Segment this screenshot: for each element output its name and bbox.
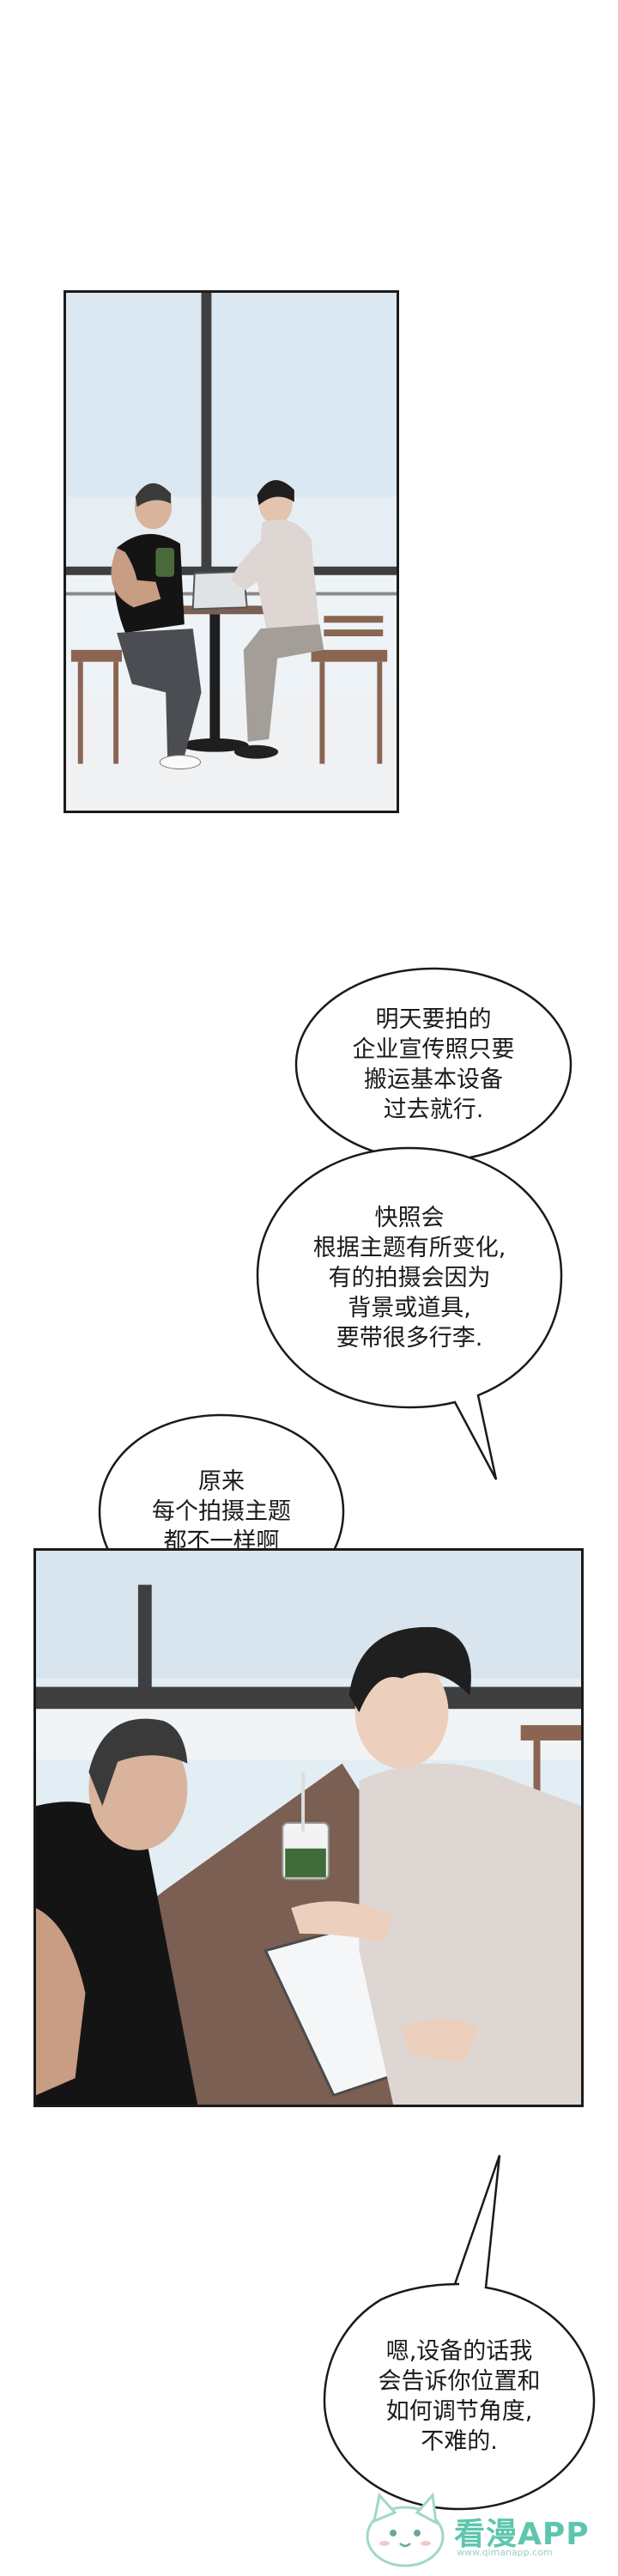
- speech-line: 原来: [198, 1467, 245, 1495]
- speech-line: 明天要拍的: [375, 1006, 492, 1033]
- speech-line: 过去就行.: [383, 1097, 484, 1123]
- speech-line: 会告诉你位置和: [378, 2368, 541, 2395]
- watermark-label: 看漫APP: [454, 2517, 590, 2552]
- speech-line: 企业宣传照只要: [352, 1036, 515, 1063]
- speech-line: 嗯,设备的话我: [385, 2338, 533, 2365]
- speech-line: 快照会: [374, 1204, 445, 1231]
- speech-bubble-2: 快照会 根据主题有所变化, 有的拍摄会因为 背景或道具, 要带很多行李.: [251, 1138, 568, 1481]
- cafe-closeup-illustration: [36, 1551, 581, 2105]
- cat-mascot-icon: [366, 2492, 445, 2567]
- speech-line: 不难的.: [421, 2428, 498, 2455]
- speech-bubble-text: 明天要拍的 企业宣传照只要 搬运基本设备 过去就行.: [292, 966, 575, 1163]
- cafe-wide-illustration: [66, 293, 397, 811]
- speech-bubble-text: 快照会 根据主题有所变化, 有的拍摄会因为 背景或道具, 要带很多行李.: [251, 1138, 568, 1418]
- speech-line: 背景或道具,: [348, 1294, 471, 1321]
- speech-bubble-4: 嗯,设备的话我 会告诉你位置和 如何调节角度, 不难的.: [318, 2154, 601, 2516]
- speech-bubble-outline: [256, 1146, 563, 1480]
- panel-cafe-closeup: [33, 1548, 584, 2107]
- speech-line: 有的拍摄会因为: [328, 1264, 491, 1291]
- speech-bubble-1: 明天要拍的 企业宣传照只要 搬运基本设备 过去就行.: [292, 966, 575, 1181]
- speech-line: 每个拍摄主题: [152, 1498, 291, 1525]
- speech-line: 搬运基本设备: [364, 1066, 503, 1093]
- speech-line: 根据主题有所变化,: [312, 1234, 506, 1261]
- speech-line: 要带很多行李.: [336, 1324, 483, 1352]
- watermark-url: www.qimanapp.com: [457, 2547, 553, 2558]
- app-watermark: 看漫APP www.qimanapp.com: [355, 2483, 613, 2569]
- panel-cafe-wide-shot: [64, 290, 399, 813]
- speech-line: 如何调节角度,: [385, 2398, 533, 2425]
- speech-bubble-text: 嗯,设备的话我 会告诉你位置和 如何调节角度, 不难的.: [318, 2284, 601, 2509]
